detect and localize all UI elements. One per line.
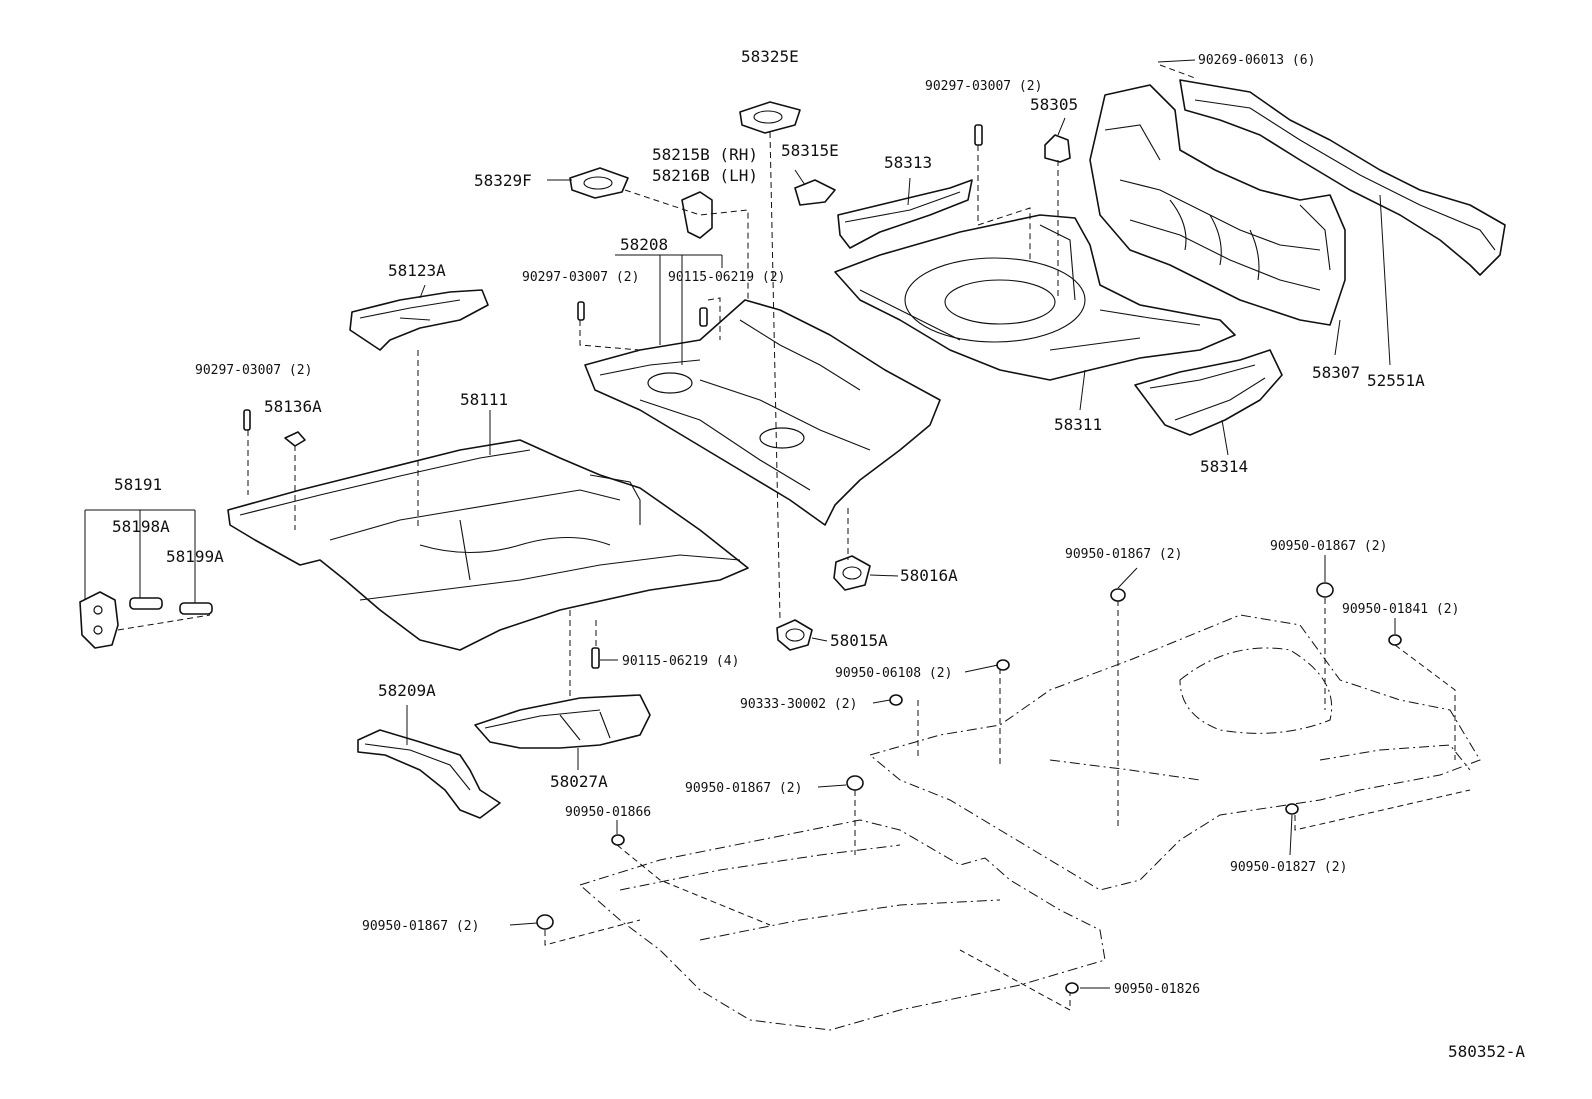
- label-58209A: 58209A: [378, 681, 436, 700]
- plugs-and-clips: [536, 582, 1402, 994]
- label-58216B: 58216B (LH): [652, 166, 758, 185]
- label-58311: 58311: [1054, 415, 1102, 434]
- floor-brace-58209A: [357, 729, 501, 819]
- label-90950-01867-c: 90950-01867 (2): [685, 781, 802, 796]
- label-58305: 58305: [1030, 95, 1078, 114]
- front-floor-silencer: [578, 819, 1106, 1031]
- label-90950-01867-a: 90950-01867 (2): [1065, 547, 1182, 562]
- leader-lines: [84, 59, 1396, 989]
- label-58015A: 58015A: [830, 631, 888, 650]
- rear-floor-pan: [834, 214, 1236, 381]
- label-90115-06219-bottom: 90115-06219 (4): [622, 654, 739, 669]
- label-58329F: 58329F: [474, 171, 532, 190]
- label-58027A: 58027A: [550, 772, 608, 791]
- label-58313: 58313: [884, 153, 932, 172]
- label-58136A: 58136A: [264, 397, 322, 416]
- label-58208: 58208: [620, 235, 668, 254]
- floor-reinforcement-58027A: [474, 694, 651, 749]
- front-floor-crossmember-58123A: [349, 289, 489, 351]
- label-90950-01827: 90950-01827 (2): [1230, 860, 1347, 875]
- jack-bracket-58191: [79, 591, 213, 649]
- label-58199A: 58199A: [166, 547, 224, 566]
- label-58314: 58314: [1200, 457, 1248, 476]
- label-90950-01867-b: 90950-01867 (2): [1270, 539, 1387, 554]
- label-90297-03007-mid: 90297-03007 (2): [522, 270, 639, 285]
- rear-body-panel: [1089, 84, 1346, 326]
- diagram-code: 580352-A: [1448, 1042, 1525, 1061]
- label-90950-01841: 90950-01841 (2): [1342, 602, 1459, 617]
- small-parts: [243, 101, 1071, 669]
- label-90297-03007-top: 90297-03007 (2): [925, 79, 1042, 94]
- label-58198A: 58198A: [112, 517, 170, 536]
- rear-floor-silencer: [868, 614, 1481, 891]
- label-58111: 58111: [460, 390, 508, 409]
- label-58307: 58307: [1312, 363, 1360, 382]
- rear-bumper-reinforcement: [1179, 79, 1506, 276]
- label-90115-06219-top: 90115-06219 (2): [668, 270, 785, 285]
- label-52551A: 52551A: [1367, 371, 1425, 390]
- part-number-labels: 58325E 90269-06013 (6) 90297-03007 (2) 5…: [112, 47, 1525, 1061]
- label-90333-30002: 90333-30002 (2): [740, 697, 857, 712]
- label-90950-01867-d: 90950-01867 (2): [362, 919, 479, 934]
- label-58016A: 58016A: [900, 566, 958, 585]
- rear-floor-member-58314: [1134, 349, 1283, 436]
- center-floor-pan: [584, 299, 941, 526]
- label-90950-01826: 90950-01826: [1114, 982, 1200, 997]
- connector-lines: [117, 64, 1471, 1011]
- label-90950-06108: 90950-06108 (2): [835, 666, 952, 681]
- front-floor-pan: [227, 439, 749, 651]
- label-58191: 58191: [114, 475, 162, 494]
- label-58315E: 58315E: [781, 141, 839, 160]
- label-58325E: 58325E: [741, 47, 799, 66]
- label-58123A: 58123A: [388, 261, 446, 280]
- label-90297-03007-left: 90297-03007 (2): [195, 363, 312, 378]
- label-58215B: 58215B (RH): [652, 145, 758, 164]
- floor-crossmember-58313: [837, 179, 973, 249]
- label-90950-01866: 90950-01866: [565, 805, 651, 820]
- label-90269-06013: 90269-06013 (6): [1198, 53, 1315, 68]
